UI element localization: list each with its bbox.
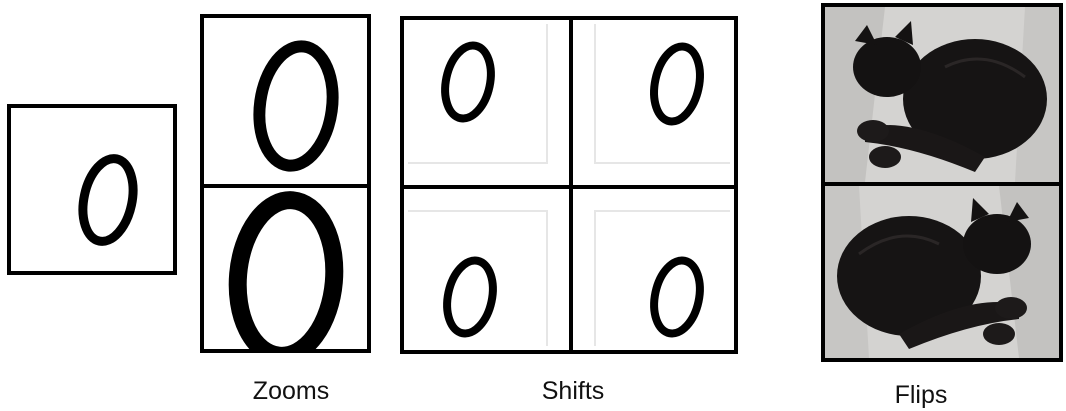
cat-photo [825, 7, 1059, 182]
cat-photo-flipped [825, 186, 1059, 358]
zooms-panel [200, 14, 371, 353]
flip-cell-mirrored [825, 186, 1059, 358]
shifts-panel [400, 16, 738, 354]
shift-cell-bottom-left [404, 189, 569, 350]
shifted-digit-image [573, 20, 734, 185]
shift-cell-top-left [404, 20, 569, 185]
zoomed-digit-image [204, 188, 367, 349]
shifts-caption: Shifts [518, 377, 628, 406]
flip-cell-original [825, 7, 1059, 182]
flips-caption: Flips [866, 381, 976, 410]
shift-cell-top-right [573, 20, 734, 185]
zooms-caption: Zooms [236, 377, 346, 406]
shifted-digit-image [404, 189, 569, 350]
flips-panel [821, 3, 1063, 362]
shift-cell-bottom-right [573, 189, 734, 350]
original-digit-panel [7, 104, 177, 275]
original-digit-image [11, 108, 173, 271]
zoom-cell-top [204, 18, 367, 184]
shifted-digit-image [404, 20, 569, 185]
shifted-digit-image [573, 189, 734, 350]
zoomed-digit-image [204, 18, 367, 184]
zoom-cell-bottom [204, 188, 367, 349]
